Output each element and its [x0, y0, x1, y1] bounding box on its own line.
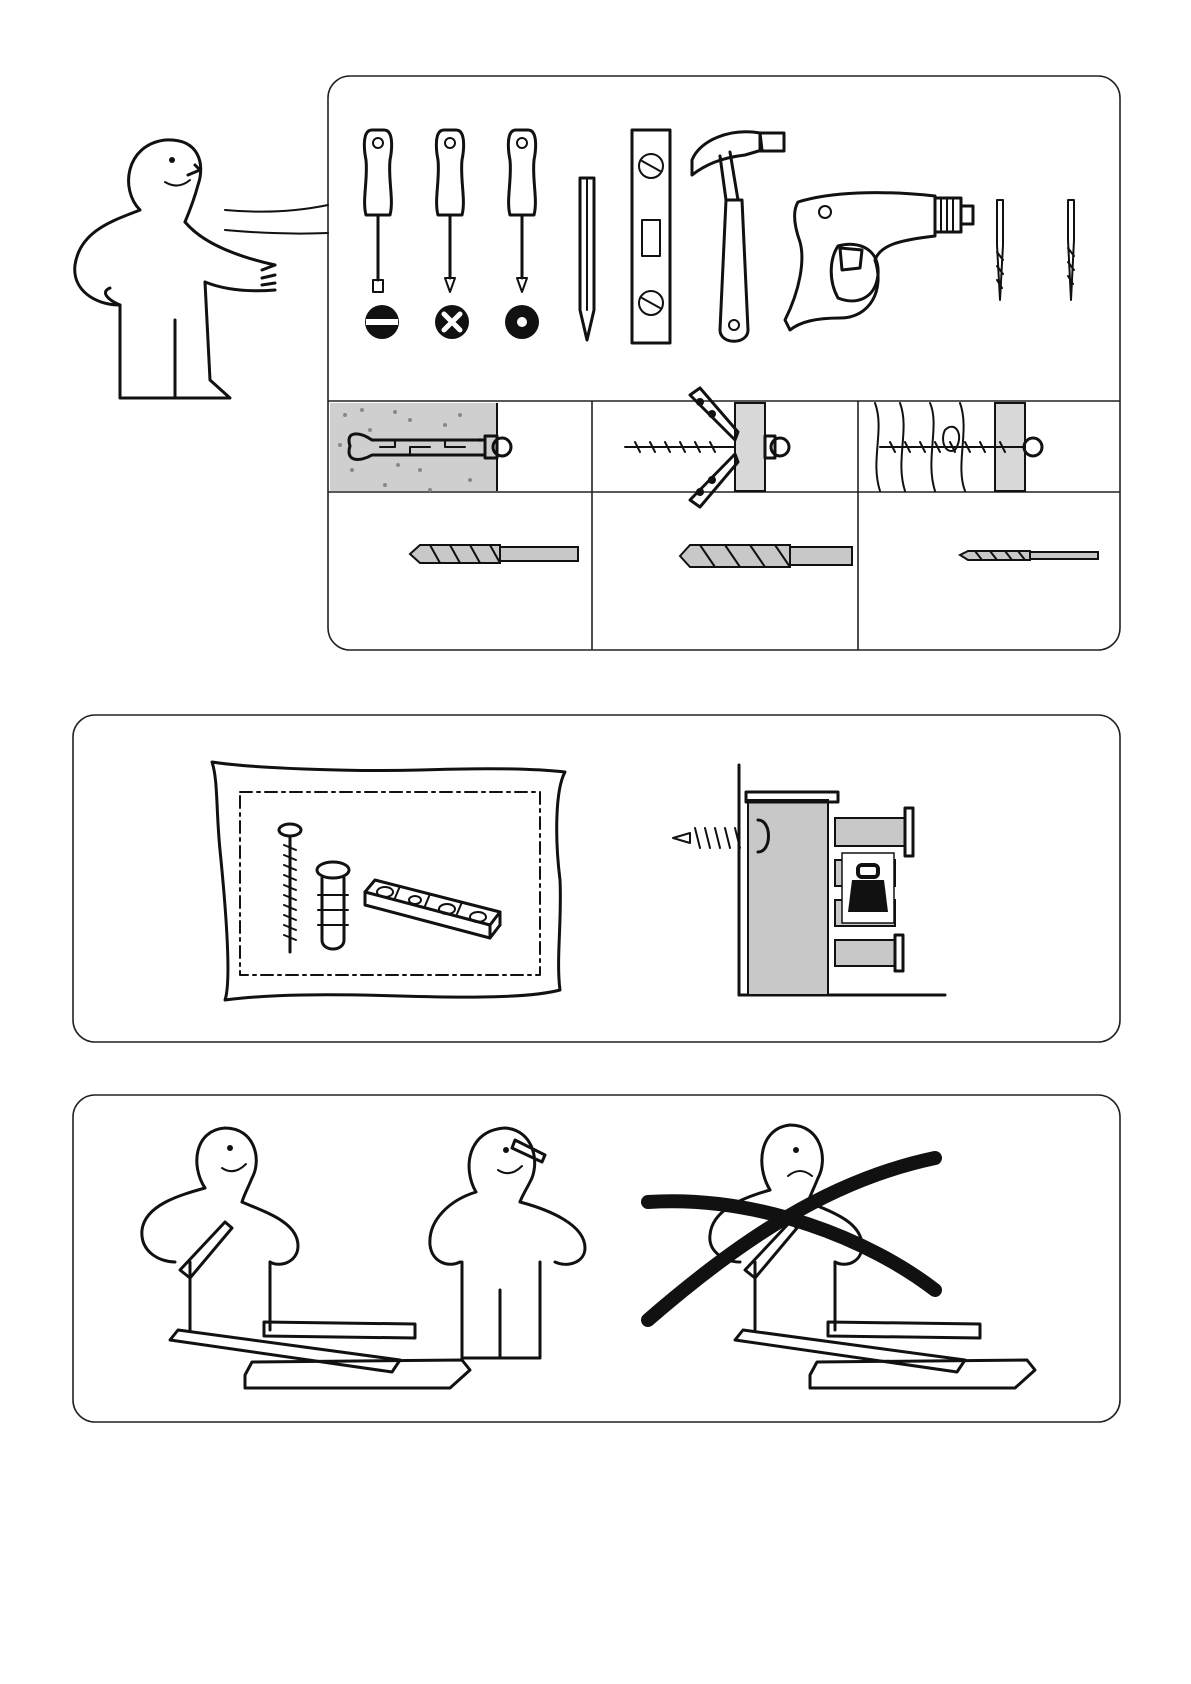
two-people-panel [73, 1095, 1120, 1422]
wood-wall-icon [860, 403, 1042, 491]
pozidriv-icon [505, 305, 539, 339]
concrete-wall-icon [330, 403, 511, 492]
wood-bit-icon [960, 551, 1098, 560]
phillips-icon [435, 305, 469, 339]
slot-icon [365, 305, 399, 339]
pointing-man-figure [75, 140, 328, 398]
weight-icon [842, 853, 894, 923]
masonry-bit-icon [410, 545, 578, 563]
twist-bit-icon [680, 545, 852, 567]
